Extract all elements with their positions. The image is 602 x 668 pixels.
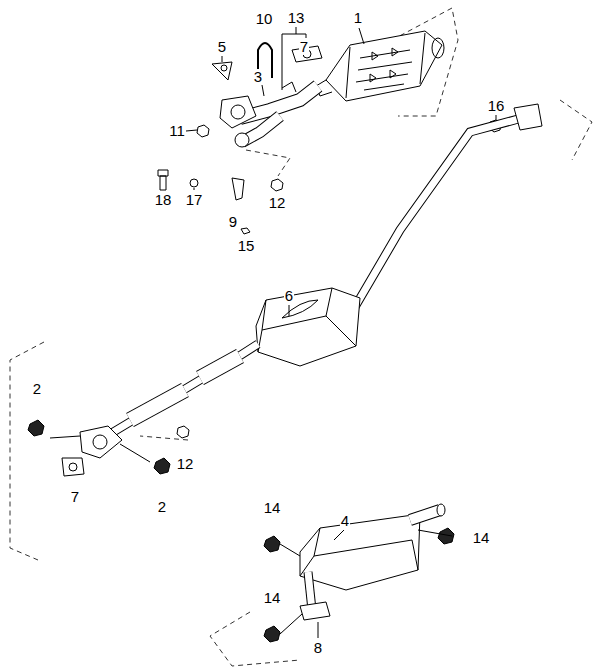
callout-number: 14 [263,500,282,516]
callout-number: 8 [313,640,323,656]
callout-number: 12 [176,456,195,472]
callout-number: 15 [237,238,256,254]
callout-number: 14 [263,590,282,606]
callout-number: 11 [168,123,186,139]
callout-number: 14 [472,530,491,546]
callout-number: 2 [32,381,42,397]
callout-number: 4 [340,513,350,529]
callout-number: 16 [487,98,506,114]
callout-number: 10 [255,11,274,27]
callout-number: 7 [70,489,80,505]
callout-number: 18 [154,192,173,208]
callout-number: 9 [228,214,238,230]
callout-number: 6 [284,288,294,304]
callout-number: 12 [268,195,287,211]
callout-number: 5 [217,39,227,55]
callout-number: 13 [287,10,306,26]
callout-number: 17 [185,192,204,208]
callout-number: 2 [157,499,167,515]
callout-number: 1 [353,10,363,26]
callout-number: 7 [299,39,309,55]
callout-number: 3 [253,69,263,85]
